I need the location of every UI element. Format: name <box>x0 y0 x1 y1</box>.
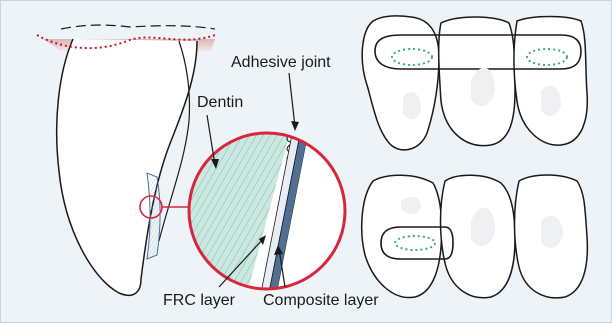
molar-top-left <box>362 16 439 150</box>
label-adhesive-joint: Adhesive joint <box>231 54 331 131</box>
incisor-outline <box>57 39 197 295</box>
incisor-tooth <box>37 25 215 295</box>
frc-layer-label: FRC layer <box>163 292 236 309</box>
dentin-label: Dentin <box>197 94 243 111</box>
magnified-detail <box>171 119 361 303</box>
molar-row-top <box>362 16 587 150</box>
cervical-line <box>61 25 215 29</box>
composite-layer-label: Composite layer <box>263 292 379 309</box>
adhesive-joint-label: Adhesive joint <box>231 54 331 71</box>
molar-bottom-left <box>362 175 442 297</box>
molar-row-bottom <box>362 175 588 298</box>
